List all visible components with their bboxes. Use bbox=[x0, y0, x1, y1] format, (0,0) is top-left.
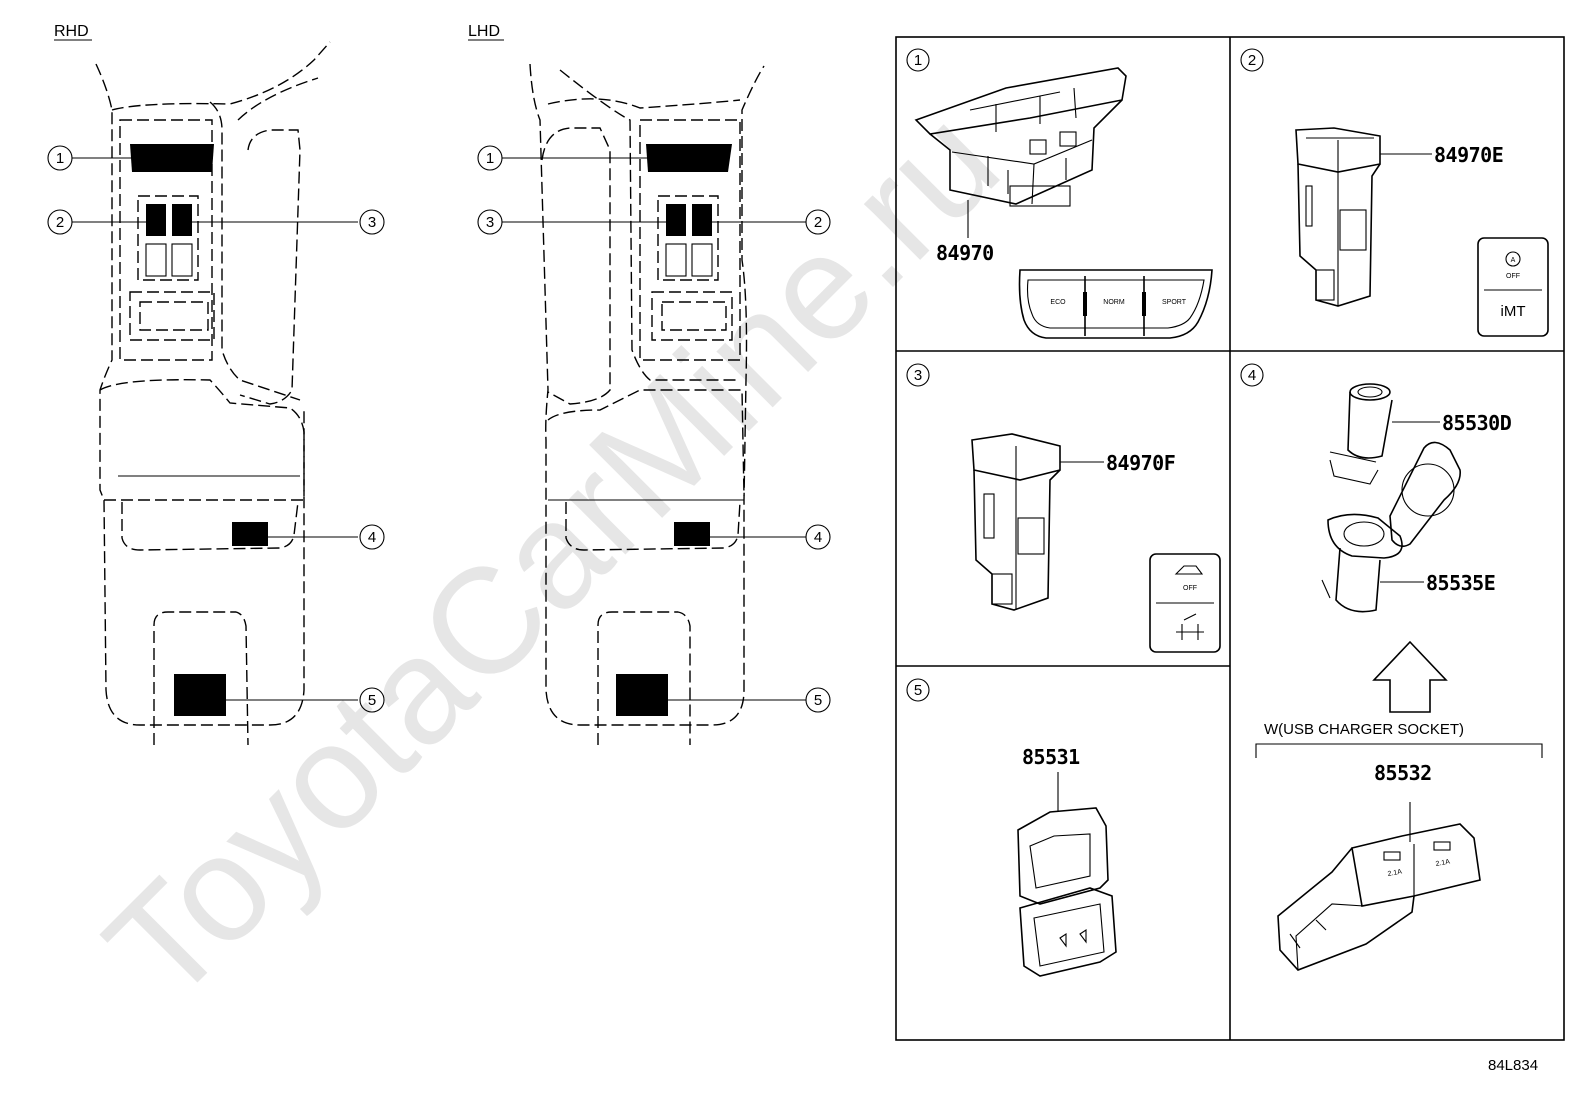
watermark: ToyotaCarMine.ru bbox=[74, 77, 1030, 1033]
svg-text:2.1A: 2.1A bbox=[1387, 869, 1403, 878]
lhd-callout-2: 2 bbox=[805, 209, 831, 235]
rhd-callout-3: 3 bbox=[359, 209, 385, 235]
svg-text:2.1A: 2.1A bbox=[1435, 859, 1451, 868]
panel-5-number: 5 bbox=[906, 678, 930, 702]
part-number-84970E: 84970E bbox=[1434, 143, 1503, 167]
panel-2: 2 84970E A OFF iMT bbox=[1240, 48, 1549, 337]
lhd-part-5-highlight bbox=[616, 674, 668, 716]
svg-text:3: 3 bbox=[914, 367, 922, 384]
lhd-view: LHD 1 3 bbox=[468, 23, 831, 745]
rhd-part-2-highlight bbox=[146, 204, 166, 236]
rhd-part-4-highlight bbox=[232, 522, 268, 546]
svg-text:2: 2 bbox=[814, 214, 822, 231]
lhd-callout-3: 3 bbox=[477, 209, 503, 235]
panel-1-number: 1 bbox=[906, 48, 930, 72]
lhd-callout-1: 1 bbox=[477, 145, 503, 171]
svg-text:OFF: OFF bbox=[1506, 273, 1520, 280]
parts-grid bbox=[895, 36, 1565, 1041]
rhd-part-3-highlight bbox=[172, 204, 192, 236]
svg-text:4: 4 bbox=[368, 529, 376, 546]
switch-84970e-drawing bbox=[1295, 127, 1381, 307]
svg-text:NORM: NORM bbox=[1103, 299, 1125, 306]
lhd-label: LHD bbox=[468, 23, 500, 40]
svg-text:3: 3 bbox=[486, 214, 494, 231]
part-number-84970: 84970 bbox=[936, 241, 994, 265]
panel-5: 5 85531 bbox=[906, 678, 1117, 977]
panel-4: 4 85530D 85535E W(USB CHARGER SOCKET) 85… bbox=[1240, 363, 1543, 971]
rhd-view: RHD 1 bbox=[47, 23, 385, 746]
switch-84970-drawing bbox=[914, 67, 1127, 207]
svg-text:A: A bbox=[1511, 257, 1516, 264]
rhd-callout-1: 1 bbox=[47, 145, 73, 171]
svg-text:OFF: OFF bbox=[1183, 585, 1197, 592]
rhd-label: RHD bbox=[54, 23, 89, 40]
cigarette-lighter-drawing bbox=[1329, 383, 1393, 485]
part-number-85531: 85531 bbox=[1022, 745, 1080, 769]
power-socket-drawing bbox=[1321, 441, 1461, 613]
svg-text:4: 4 bbox=[814, 529, 822, 546]
svg-text:4: 4 bbox=[1248, 367, 1256, 384]
svg-text:2: 2 bbox=[1248, 52, 1256, 69]
rhd-callout-2: 2 bbox=[47, 209, 73, 235]
lhd-callout-5: 5 bbox=[805, 687, 831, 713]
upgrade-arrow bbox=[1372, 640, 1448, 713]
part-number-85532: 85532 bbox=[1374, 761, 1432, 785]
lhd-part-1-highlight bbox=[646, 144, 732, 172]
svg-text:5: 5 bbox=[368, 692, 376, 709]
lhd-part-4-highlight bbox=[674, 522, 710, 546]
panel-3-number: 3 bbox=[906, 363, 930, 387]
part-number-85530D: 85530D bbox=[1442, 411, 1512, 435]
svg-text:2: 2 bbox=[56, 214, 64, 231]
svg-text:1: 1 bbox=[914, 52, 922, 69]
rhd-callout-5: 5 bbox=[359, 687, 385, 713]
usb-charger-socket-drawing: 2.1A 2.1A bbox=[1277, 823, 1481, 971]
lhd-part-3-highlight bbox=[666, 204, 686, 236]
svg-text:5: 5 bbox=[914, 682, 922, 699]
part-number-84970F: 84970F bbox=[1106, 451, 1175, 475]
imt-label: iMT bbox=[1501, 303, 1526, 320]
panel-2-number: 2 bbox=[1240, 48, 1264, 72]
lhd-callout-4: 4 bbox=[805, 524, 831, 550]
lhd-part-2-highlight bbox=[692, 204, 712, 236]
rhd-part-1-highlight bbox=[130, 144, 214, 172]
vsc-off-symbol-plate: OFF bbox=[1149, 553, 1221, 653]
svg-text:SPORT: SPORT bbox=[1162, 299, 1187, 306]
accessory-socket-drawing bbox=[1017, 807, 1117, 977]
usb-option-label: W(USB CHARGER SOCKET) bbox=[1264, 721, 1464, 738]
svg-text:1: 1 bbox=[56, 150, 64, 167]
eco-norm-sport-switch-face: ECO NORM SPORT bbox=[1018, 269, 1213, 339]
rhd-callout-4: 4 bbox=[359, 524, 385, 550]
imt-symbol-plate: A OFF iMT bbox=[1477, 237, 1549, 337]
part-number-85535E: 85535E bbox=[1426, 571, 1495, 595]
panel-3: 3 84970F OFF bbox=[906, 363, 1221, 653]
panel-4-number: 4 bbox=[1240, 363, 1264, 387]
figure-code: 84L834 bbox=[1488, 1057, 1538, 1074]
switch-84970f-drawing bbox=[971, 433, 1061, 611]
svg-text:5: 5 bbox=[814, 692, 822, 709]
svg-text:1: 1 bbox=[486, 150, 494, 167]
panel-1: 1 84970 ECO NORM SPORT bbox=[906, 48, 1213, 339]
rhd-part-5-highlight bbox=[174, 674, 226, 716]
svg-text:3: 3 bbox=[368, 214, 376, 231]
svg-text:ECO: ECO bbox=[1050, 299, 1066, 306]
